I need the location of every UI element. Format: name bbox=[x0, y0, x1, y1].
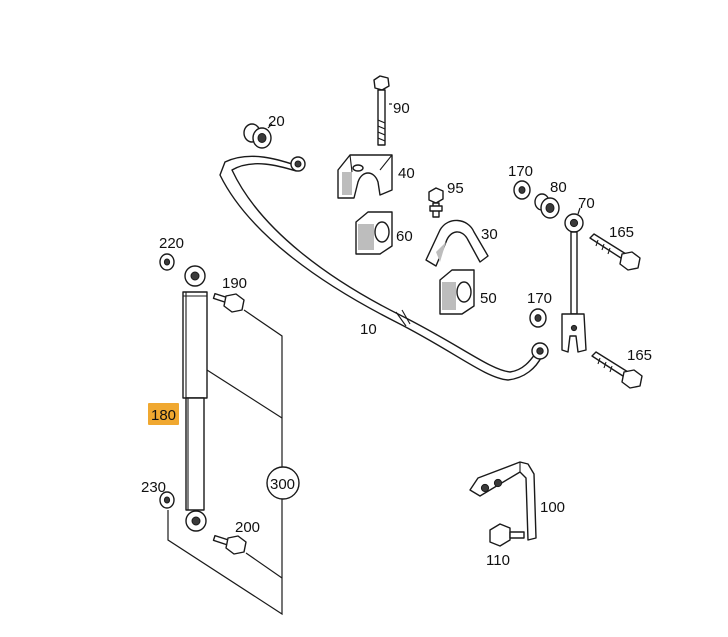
label-165-top[interactable]: 165 bbox=[609, 224, 634, 241]
clamp-30[interactable] bbox=[425, 219, 489, 267]
clamp-40[interactable] bbox=[337, 154, 393, 199]
bolt-190[interactable] bbox=[212, 292, 245, 313]
bolt-95[interactable] bbox=[428, 187, 444, 218]
washer-220[interactable] bbox=[159, 253, 175, 271]
label-170-top[interactable]: 170 bbox=[508, 163, 533, 180]
leader-70 bbox=[577, 207, 581, 215]
label-40[interactable]: 40 bbox=[398, 165, 415, 182]
label-50[interactable]: 50 bbox=[480, 290, 497, 307]
label-80[interactable]: 80 bbox=[550, 179, 567, 196]
label-90[interactable]: 90 bbox=[393, 100, 410, 117]
washer-170-bottom[interactable] bbox=[529, 308, 547, 328]
label-110[interactable]: 110 bbox=[486, 552, 510, 569]
label-30[interactable]: 30 bbox=[481, 226, 498, 243]
label-100[interactable]: 100 bbox=[540, 499, 565, 516]
bolt-165-bottom[interactable] bbox=[591, 351, 643, 389]
rubber-mount-60[interactable] bbox=[355, 211, 393, 255]
bolt-200[interactable] bbox=[212, 534, 247, 555]
bolt-110[interactable] bbox=[489, 523, 525, 547]
label-10[interactable]: 10 bbox=[360, 321, 377, 338]
bushing-80[interactable] bbox=[534, 193, 560, 219]
highlight-180 bbox=[148, 403, 179, 425]
bolt-165-top[interactable] bbox=[589, 233, 641, 271]
label-200[interactable]: 200 bbox=[235, 519, 260, 536]
link-rod-70[interactable] bbox=[561, 213, 587, 353]
leader-20 bbox=[267, 123, 273, 129]
label-60[interactable]: 60 bbox=[396, 228, 413, 245]
rubber-mount-50[interactable] bbox=[439, 269, 475, 315]
stabilizer-bar-right-eye[interactable] bbox=[531, 342, 549, 360]
shock-absorber-180[interactable] bbox=[182, 265, 208, 532]
label-220[interactable]: 220 bbox=[159, 235, 184, 252]
stabilizer-bar[interactable] bbox=[219, 155, 543, 381]
kit-300-circle bbox=[266, 466, 300, 500]
washer-170-top[interactable] bbox=[513, 180, 531, 200]
kit-bracket-300 bbox=[167, 309, 283, 616]
bolt-90[interactable] bbox=[373, 75, 390, 146]
stabilizer-bar-left-eye[interactable] bbox=[290, 156, 306, 172]
bracket-100[interactable] bbox=[469, 461, 537, 541]
label-20[interactable]: 20 bbox=[268, 113, 285, 130]
label-190[interactable]: 190 bbox=[222, 275, 247, 292]
label-170-bottom[interactable]: 170 bbox=[527, 290, 552, 307]
label-165-bottom[interactable]: 165 bbox=[627, 347, 652, 364]
label-180[interactable]: 180 bbox=[151, 407, 176, 424]
label-95[interactable]: 95 bbox=[447, 180, 464, 197]
label-70[interactable]: 70 bbox=[578, 195, 595, 212]
label-230[interactable]: 230 bbox=[141, 479, 166, 496]
bushing-20[interactable] bbox=[243, 123, 272, 149]
label-300[interactable]: 300 bbox=[270, 476, 295, 493]
washer-230[interactable] bbox=[159, 491, 175, 509]
